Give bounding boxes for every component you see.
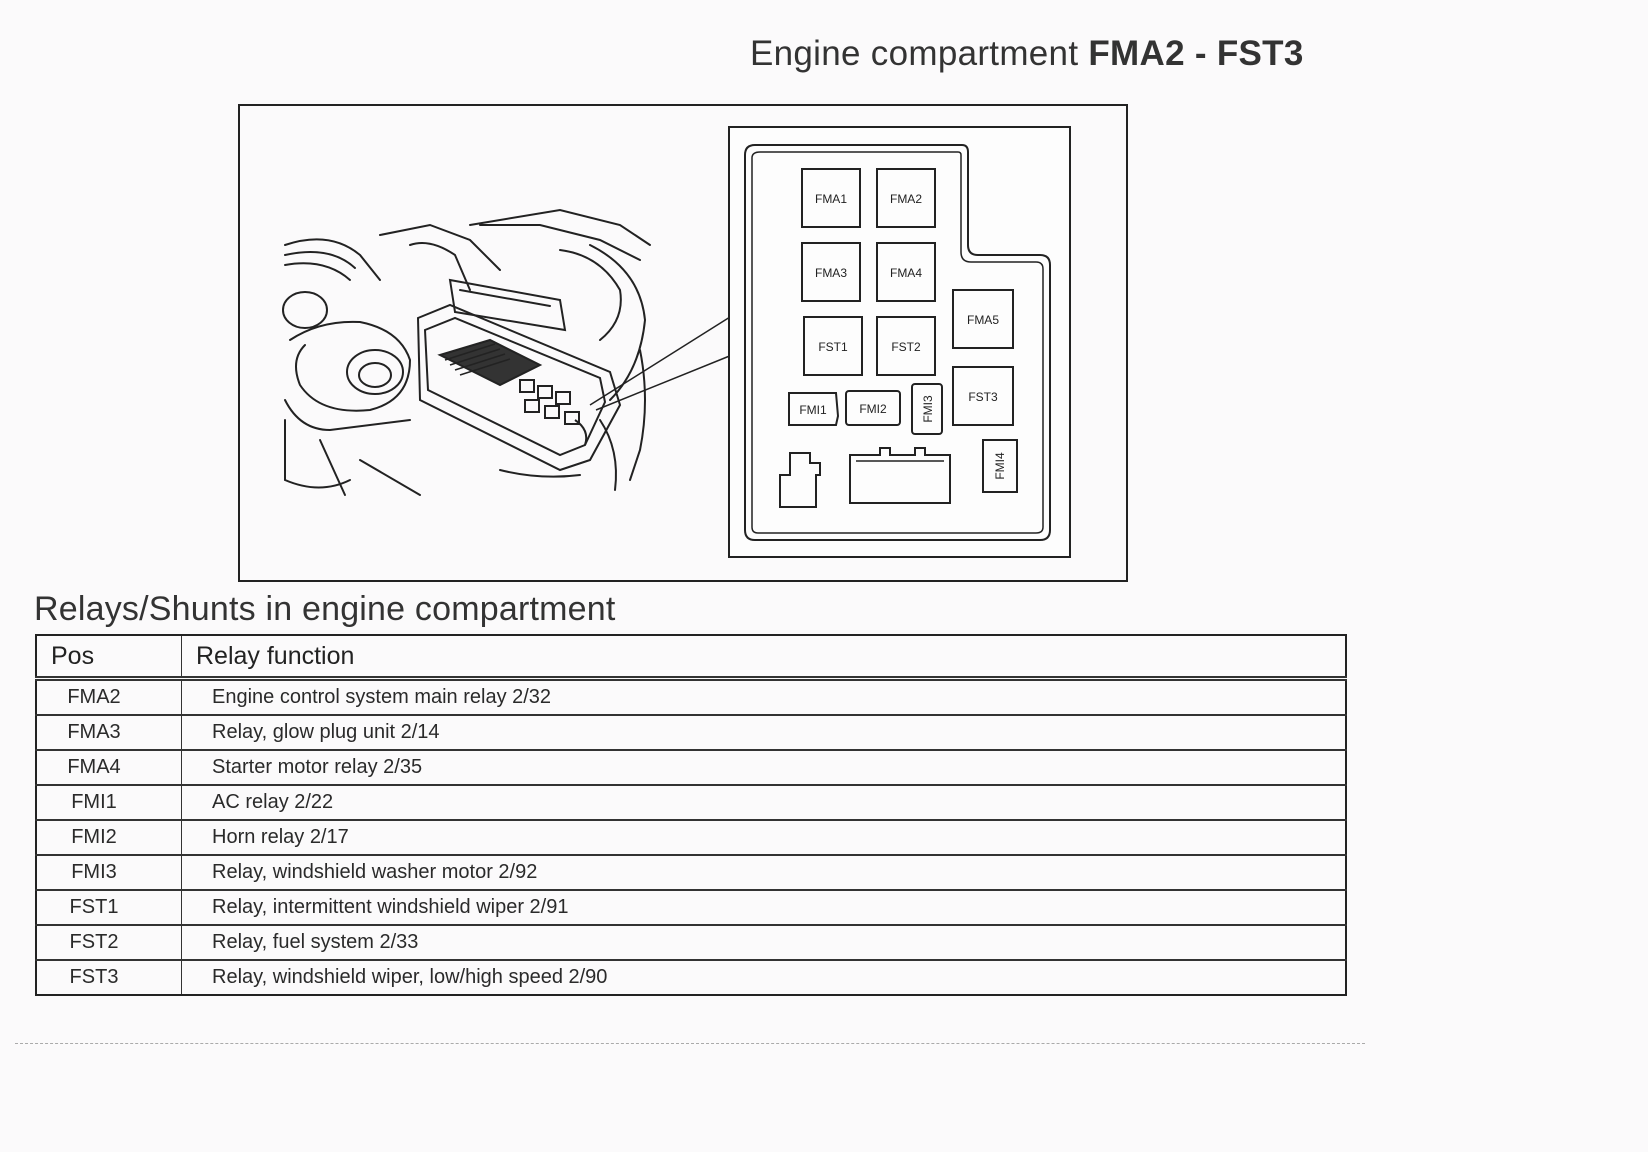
fuse-fmi4 <box>982 439 1018 493</box>
fuse-fmi2 <box>845 390 901 426</box>
cell-pos: FMA3 <box>36 715 182 751</box>
callout-line <box>589 316 731 406</box>
table-row: FST2 Relay, fuel system 2/33 <box>36 925 1346 961</box>
cell-function: Relay, windshield wiper, low/high speed … <box>212 966 608 988</box>
fuse-fma2-label: FMA2 <box>890 192 922 206</box>
column-header-pos: Pos <box>36 635 182 681</box>
fuse-fmi1-label: FMI1 <box>799 403 827 417</box>
fuse-fst3-label: FST3 <box>968 390 998 404</box>
fuse-fma1 <box>801 168 861 228</box>
page-title-prefix: Engine compartment <box>750 34 1089 73</box>
column-header-function: Relay function <box>181 635 1347 681</box>
fuse-box-outline <box>744 144 1051 541</box>
relay-table: Pos Relay function FMA2 Engine control s… <box>35 634 1347 996</box>
table-row: FST3 Relay, windshield wiper, low/high s… <box>36 960 1346 995</box>
fuse-fst3 <box>952 366 1014 426</box>
table-row: FMI1 AC relay 2/22 <box>36 785 1346 821</box>
cell-pos: FMA4 <box>36 750 182 786</box>
page-title: Engine compartment FMA2 - FST3 <box>750 34 1304 74</box>
table-header-row: Pos Relay function <box>36 635 1347 681</box>
fuse-fma3-label: FMA3 <box>815 266 847 280</box>
cell-pos: FMA2 <box>36 678 182 716</box>
fuse-fst1-label: FST1 <box>818 340 848 354</box>
fuse-box-inner-outline <box>751 151 1044 534</box>
cell-function: Starter motor relay 2/35 <box>181 750 1346 786</box>
fuse-box-location <box>416 303 622 472</box>
fuse-fma4-label: FMA4 <box>890 266 922 280</box>
page-title-code: FMA2 - FST3 <box>1088 34 1304 73</box>
fuse-fma4 <box>876 242 936 302</box>
cell-pos: FST3 <box>36 960 182 995</box>
cell-function: Relay, windshield washer motor 2/92 <box>181 855 1346 891</box>
callout-line <box>595 354 733 411</box>
table-row: FMA4 Starter motor relay 2/35 <box>36 750 1346 786</box>
fuse-fmi1 <box>788 392 840 426</box>
cell-function: Engine control system main relay 2/32 <box>181 678 1346 716</box>
engine-bay-illustration <box>282 208 651 496</box>
table-row: FMI2 Horn relay 2/17 <box>36 820 1346 856</box>
fuse-fmi3-label: FMI3 <box>921 395 935 423</box>
table-row: FST1 Relay, intermittent windshield wipe… <box>36 890 1346 926</box>
table-row: FMA2 Engine control system main relay 2/… <box>36 678 1346 716</box>
cell-function: Horn relay 2/17 <box>181 820 1346 856</box>
bottom-rule <box>15 1043 1365 1044</box>
cell-pos: FST1 <box>36 890 182 926</box>
table-row: FMI3 Relay, windshield washer motor 2/92 <box>36 855 1346 891</box>
cell-function: Relay, glow plug unit 2/14 <box>181 715 1346 751</box>
fuse-fmi4-label: FMI4 <box>993 452 1007 480</box>
cell-pos: FST2 <box>36 925 182 961</box>
connector-small <box>779 452 821 508</box>
fuse-fma2 <box>876 168 936 228</box>
connector-large <box>849 447 951 504</box>
cell-function: Relay, intermittent windshield wiper 2/9… <box>181 890 1346 926</box>
cell-function: Relay, fuel system 2/33 <box>181 925 1346 961</box>
fuse-fma3 <box>801 242 861 302</box>
fuse-fma5-label: FMA5 <box>967 313 999 327</box>
cell-pos: FMI3 <box>36 855 182 891</box>
fuse-fma5 <box>952 289 1014 349</box>
fuse-fst2 <box>876 316 936 376</box>
fuse-fma1-label: FMA1 <box>815 192 847 206</box>
fuse-fmi3 <box>911 383 943 435</box>
cell-pos: FMI2 <box>36 820 182 856</box>
cell-function: AC relay 2/22 <box>181 785 1346 821</box>
table-row: FMA3 Relay, glow plug unit 2/14 <box>36 715 1346 751</box>
fuse-fmi2-label: FMI2 <box>859 402 887 416</box>
fuse-fst2-label: FST2 <box>891 340 921 354</box>
fuse-fst1 <box>803 316 863 376</box>
cell-pos: FMI1 <box>36 785 182 821</box>
diagram-frame <box>238 104 1128 582</box>
section-heading: Relays/Shunts in engine compartment <box>34 590 616 628</box>
